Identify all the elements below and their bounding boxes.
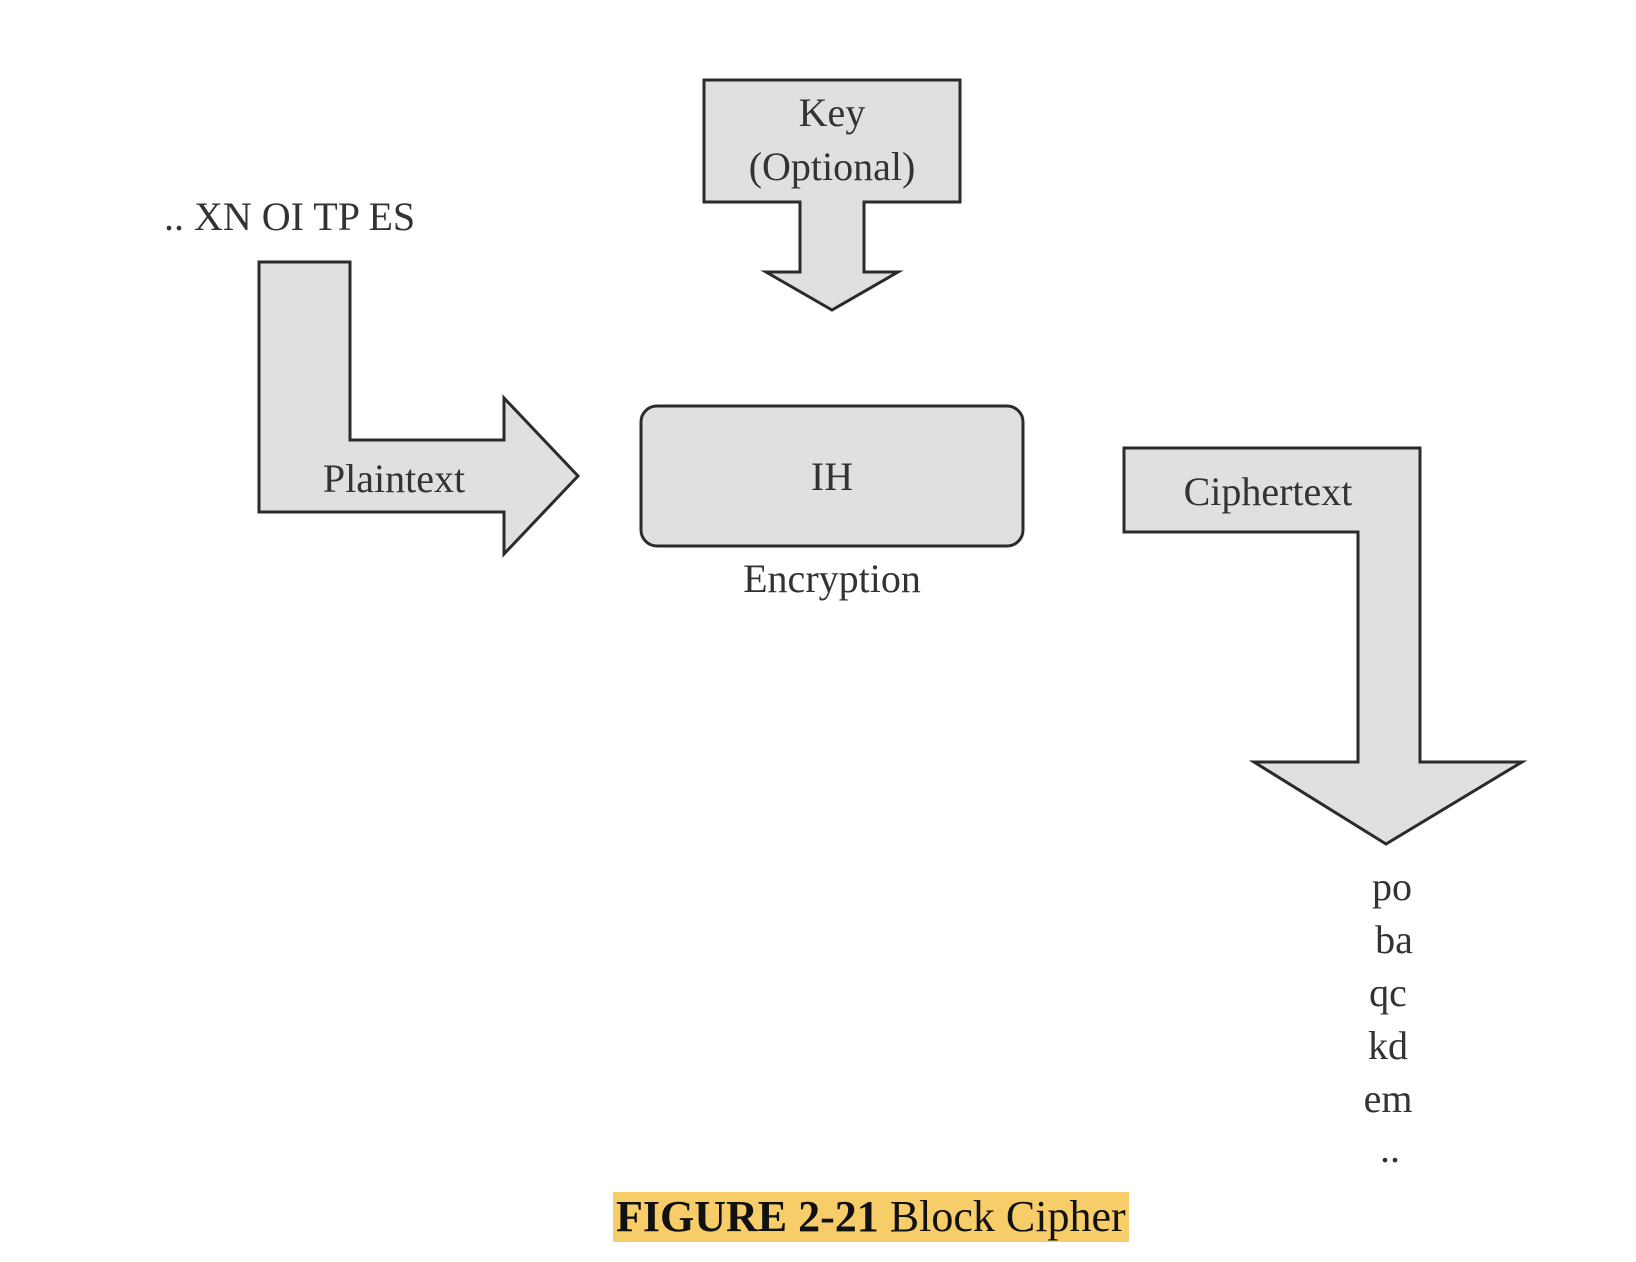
figure-title: Block Cipher bbox=[889, 1192, 1126, 1241]
plaintext-arrow bbox=[257, 260, 581, 558]
key-label: Key bbox=[799, 90, 866, 135]
ciphertext-block: qc bbox=[1369, 970, 1407, 1015]
ciphertext-block: kd bbox=[1368, 1023, 1408, 1068]
plaintext-input-text: .. XN OI TP ES bbox=[164, 194, 415, 239]
ciphertext-block: ba bbox=[1375, 917, 1413, 962]
encryption-label: Encryption bbox=[743, 556, 921, 601]
figure-caption: FIGURE 2-21 Block Cipher bbox=[613, 1192, 1129, 1242]
ciphertext-block: po bbox=[1372, 864, 1412, 909]
key-optional-label: (Optional) bbox=[749, 144, 916, 189]
ciphertext-arrow bbox=[1122, 446, 1528, 846]
plaintext-label: Plaintext bbox=[323, 456, 465, 501]
ciphertext-label: Ciphertext bbox=[1184, 469, 1353, 514]
ciphertext-block: .. bbox=[1380, 1126, 1400, 1171]
key-arrow bbox=[702, 78, 962, 312]
encryption-box-text: IH bbox=[811, 454, 853, 499]
encryption-box bbox=[639, 404, 1025, 548]
figure-number: FIGURE 2-21 bbox=[616, 1192, 879, 1241]
ciphertext-block: em bbox=[1364, 1076, 1413, 1121]
